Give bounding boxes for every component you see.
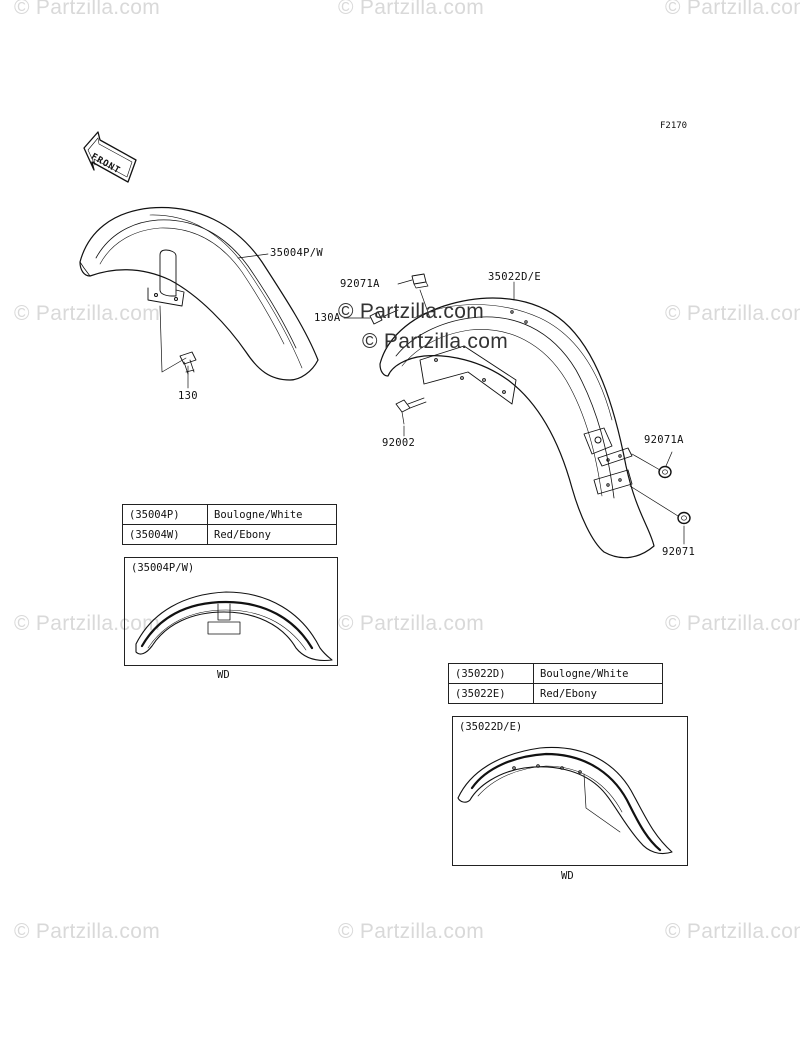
watermark: © Partzilla.com	[665, 0, 800, 19]
front-inset-box: (35004P/W)	[124, 557, 338, 666]
watermark: © Partzilla.com	[14, 612, 161, 635]
color-name: Red/Ebony	[533, 683, 663, 704]
cap-92071	[677, 511, 691, 525]
callout-35004pw[interactable]: 35004P/W	[270, 247, 323, 259]
figure-ref: F2170	[660, 121, 688, 131]
watermark: © Partzilla.com	[338, 920, 485, 943]
color-code: (35022D)	[448, 663, 534, 684]
callout-92002[interactable]: 92002	[382, 437, 416, 449]
rear-inset-caption: WD	[561, 870, 574, 882]
table-row: (35022D) Boulogne/White	[448, 663, 663, 684]
rear-inset-box: (35022D/E)	[452, 716, 688, 866]
bolt-130a	[369, 309, 399, 325]
table-row: (35004W) Red/Ebony	[122, 524, 337, 545]
color-name: Boulogne/White	[207, 504, 337, 525]
watermark-overlay: © Partzilla.com	[338, 300, 485, 323]
watermark: © Partzilla.com	[14, 302, 161, 325]
watermark: © Partzilla.com	[14, 0, 161, 19]
color-name: Boulogne/White	[533, 663, 663, 684]
color-code: (35022E)	[448, 683, 534, 704]
watermark: © Partzilla.com	[338, 612, 485, 635]
callout-92071[interactable]: 92071	[662, 546, 696, 558]
watermark: © Partzilla.com	[338, 0, 485, 19]
callout-130[interactable]: 130	[178, 390, 198, 402]
watermark-overlay: © Partzilla.com	[362, 330, 509, 353]
rear-inset-title: (35022D/E)	[459, 721, 523, 733]
front-inset-title: (35004P/W)	[131, 562, 195, 574]
callout-130a[interactable]: 130A	[314, 312, 341, 324]
front-fender-inset-drawing	[135, 591, 333, 662]
rear-fender-inset-drawing	[457, 746, 673, 855]
front-inset-caption: WD	[217, 669, 230, 681]
color-code: (35004P)	[122, 504, 208, 525]
watermark: © Partzilla.com	[665, 302, 800, 325]
bolt-130	[179, 351, 197, 375]
cap-92071a-top	[411, 273, 429, 289]
watermark: © Partzilla.com	[14, 920, 161, 943]
watermark: © Partzilla.com	[665, 612, 800, 635]
cap-92071a-right	[658, 465, 672, 479]
front-fender	[79, 206, 319, 381]
table-row: (35022E) Red/Ebony	[448, 683, 663, 704]
callout-92071a-right[interactable]: 92071A	[644, 434, 684, 446]
callout-92071a-top[interactable]: 92071A	[340, 278, 380, 290]
rear-color-table: (35022D) Boulogne/White (35022E) Red/Ebo…	[448, 663, 663, 704]
watermark: © Partzilla.com	[665, 920, 800, 943]
bolt-92002	[395, 397, 427, 425]
color-code: (35004W)	[122, 524, 208, 545]
front-arrow-icon	[83, 131, 137, 183]
rear-fender	[379, 297, 655, 559]
callout-35022de[interactable]: 35022D/E	[488, 271, 541, 283]
table-row: (35004P) Boulogne/White	[122, 504, 337, 525]
front-color-table: (35004P) Boulogne/White (35004W) Red/Ebo…	[122, 504, 337, 545]
color-name: Red/Ebony	[207, 524, 337, 545]
